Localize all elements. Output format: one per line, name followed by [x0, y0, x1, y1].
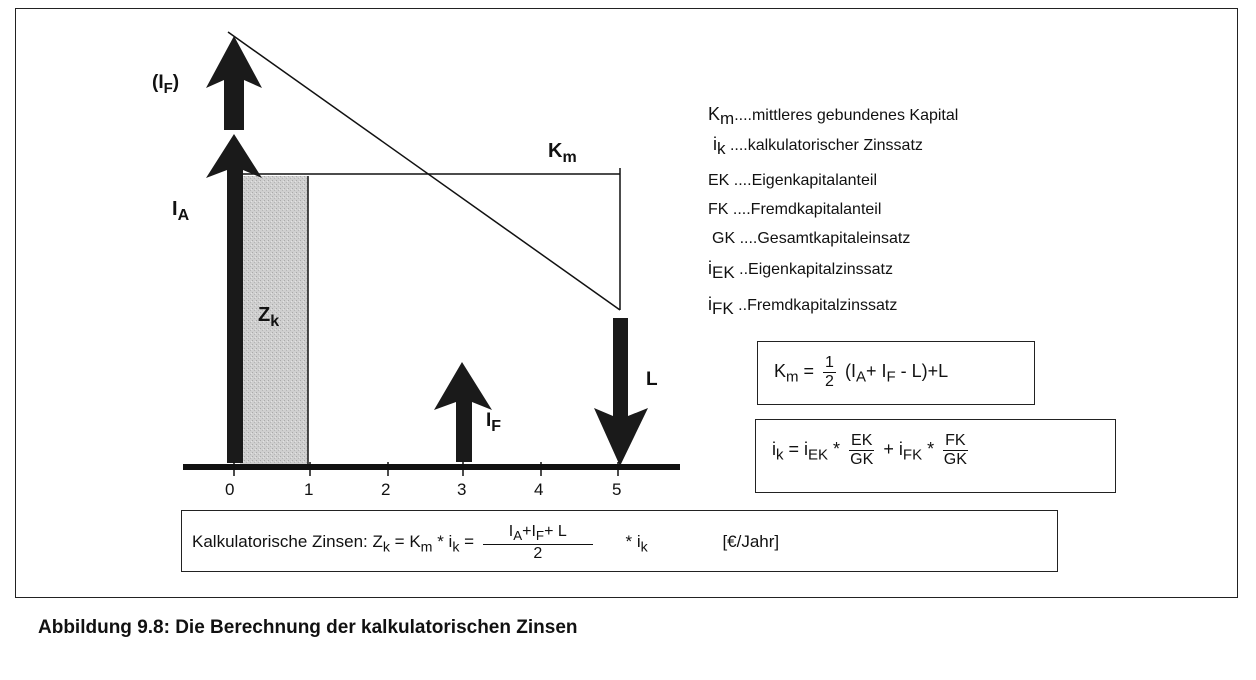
l-down-arrow — [594, 318, 648, 466]
legend-gk: GK ....Gesamtkapitaleinsatz — [712, 230, 911, 247]
label-ia: IA — [172, 198, 190, 224]
tick-label-1: 1 — [304, 480, 314, 499]
figure-caption: Abbildung 9.8: Die Berechnung der kalkul… — [38, 617, 578, 638]
if-mid-arrow — [434, 362, 492, 462]
label-l: L — [646, 369, 658, 390]
legend-ifk: iFK ..Fremdkapitalzinssatz — [708, 294, 898, 319]
axis-ticks — [233, 462, 619, 476]
formula-zinsen-box: Kalkulatorische Zinsen: Zk = Km * ik = I… — [181, 510, 1058, 572]
legend-km: Km....mittleres gebundenes Kapital — [708, 104, 959, 129]
legend-ik: ik ....kalkulatorischer Zinssatz — [713, 134, 923, 159]
tick-label-4: 4 — [534, 480, 544, 499]
tick-label-2: 2 — [381, 480, 391, 499]
time-axis — [183, 464, 680, 470]
label-if-top: (IF) — [152, 72, 180, 97]
label-km: Km — [548, 140, 577, 166]
legend-ek: EK ....Eigenkapitalanteil — [708, 172, 877, 189]
label-zk: Zk — [258, 304, 280, 330]
tick-label-3: 3 — [457, 480, 467, 499]
tick-label-5: 5 — [612, 480, 622, 499]
capital-decline-line — [227, 31, 621, 311]
if-top-arrow — [206, 36, 262, 130]
ia-arrow — [206, 134, 262, 463]
label-if-mid: IF — [486, 410, 502, 435]
figure-frame — [15, 8, 1238, 598]
tick-label-0: 0 — [225, 480, 235, 499]
legend-fk: FK ....Fremdkapitalanteil — [708, 201, 882, 218]
zk-shaded-area — [240, 176, 308, 464]
legend-iek: iEK ..Eigenkapitalzinssatz — [708, 258, 893, 283]
